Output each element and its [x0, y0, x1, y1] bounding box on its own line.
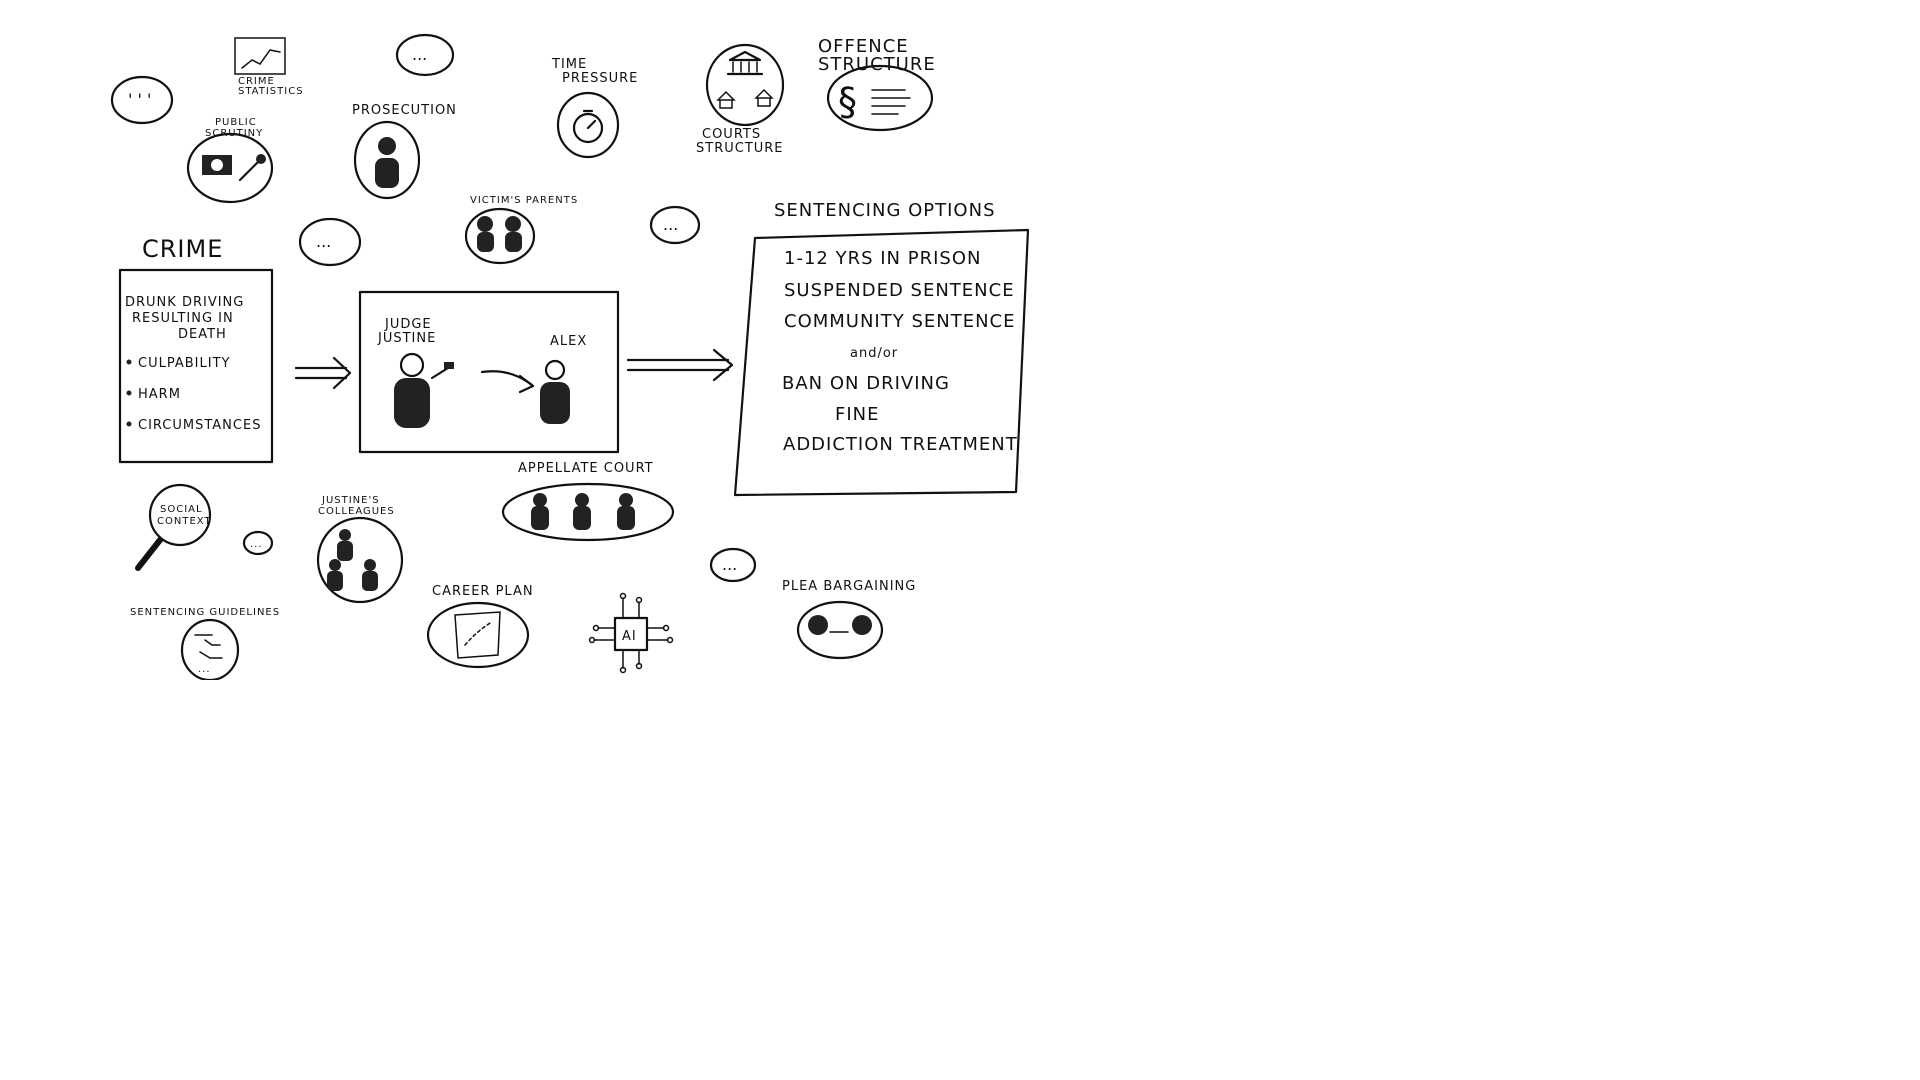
sentencing-options-panel: SENTENCING OPTIONS 1-12 YRS IN PRISON SU…: [733, 200, 1030, 497]
sketch-tile-4: ' ' ' CRIME STATISTICS PUBLIC SCRUTINY .…: [660, 700, 1450, 1080]
offence-structure-label: OFFENCE: [818, 36, 909, 57]
map-icon: [454, 611, 501, 659]
svg-text:...: ...: [663, 215, 678, 234]
time-pressure-label: TIME: [551, 57, 587, 72]
sentencing-guidelines-label: SENTENCING GUIDELINES: [130, 607, 280, 618]
colleague-figure-icon: [329, 559, 341, 571]
sentencing-option-connector: and/or: [850, 346, 898, 361]
parent-figure-icon: [505, 216, 521, 232]
negotiator-figure-icon: [852, 615, 872, 635]
judge-figure-icon: [399, 352, 425, 378]
sketch-tile-5: ' ' ' CRIME STATISTICS PUBLIC SCRUTINY .…: [1450, 700, 1920, 1080]
public-scrutiny-label: PUBLIC: [215, 117, 257, 128]
svg-text:...: ...: [722, 555, 737, 574]
speech-bubble-icon: ...: [242, 530, 274, 556]
sentencing-option-suspended: SUSPENDED SENTENCE: [784, 280, 1015, 301]
sentencing-option-community: COMMUNITY SENTENCE: [784, 311, 1016, 332]
crime-statistics-icon: CRIME STATISTICS: [234, 37, 304, 97]
time-pressure-label-2: PRESSURE: [562, 71, 638, 86]
paragraph-symbol-icon: §: [838, 80, 858, 124]
time-pressure-group: TIME PRESSURE: [551, 57, 638, 159]
colleagues-label-2: COLLEAGUES: [318, 506, 395, 517]
courthouse-icon: [728, 50, 762, 62]
courts-structure-label: COURTS: [702, 127, 761, 142]
appellate-court-group: APPELLATE COURT: [501, 461, 675, 542]
svg-text:...: ...: [316, 232, 331, 251]
crime-statistics-label-2: STATISTICS: [238, 86, 304, 97]
magnifier-icon: [148, 483, 212, 547]
judge-name-label: JUSTINE: [377, 331, 436, 346]
defendant-label: ALEX: [550, 334, 587, 349]
prosecutor-figure-icon: [378, 137, 396, 155]
svg-text:...: ...: [412, 45, 427, 64]
career-plan-group: CAREER PLAN: [426, 584, 534, 669]
plea-bargaining-label: PLEA BARGAINING: [782, 579, 916, 594]
colleague-figure-icon: [364, 559, 376, 571]
crime-factor-harm: HARM: [138, 387, 181, 402]
victims-parents-label: VICTIM'S PARENTS: [470, 195, 578, 206]
offence-structure-label-2: STRUCTURE: [818, 54, 936, 75]
negotiator-figure-icon: [808, 615, 828, 635]
social-context-label: SOCIAL: [160, 504, 203, 515]
sketch-tile-2: ' ' ' CRIME STATISTICS PUBLIC SCRUTINY .…: [1125, 0, 1920, 700]
sentencing-option-driving-ban: BAN ON DRIVING: [782, 373, 950, 394]
parent-figure-icon: [477, 216, 493, 232]
colleagues-group: JUSTINE'S COLLEAGUES: [316, 495, 404, 604]
social-context-label-2: CONTEXT: [157, 516, 212, 527]
judge-label: JUDGE: [384, 317, 432, 332]
sketch-tile-1: ' ' ' CRIME STATISTICS PUBLIC SCRUTINY .…: [0, 0, 1125, 700]
public-scrutiny-group: PUBLIC SCRUTINY: [186, 117, 274, 204]
victims-parents-group: VICTIM'S PARENTS: [464, 195, 578, 265]
crime-panel: CRIME DRUNK DRIVING RESULTING IN DEATH C…: [118, 235, 274, 464]
sentencing-option-fine: FINE: [835, 404, 880, 425]
sentencing-option-prison: 1-12 YRS IN PRISON: [784, 248, 981, 269]
courts-structure-label-2: STRUCTURE: [696, 141, 784, 156]
speech-bubble-icon: ...: [649, 205, 701, 245]
crime-description-2: RESULTING IN: [132, 311, 234, 326]
svg-text:' ' ': ' ' ': [128, 90, 151, 109]
gavel-icon: [430, 366, 450, 380]
sketch-tile-3: ' ' ' CRIME STATISTICS PUBLIC SCRUTINY .…: [0, 700, 660, 1080]
crime-factor-culpability: CULPABILITY: [138, 356, 230, 371]
appellate-judge-icon: [575, 493, 589, 507]
crime-title: CRIME: [142, 235, 223, 263]
speech-bubble-icon: ...: [395, 33, 455, 77]
career-plan-label: CAREER PLAN: [432, 584, 534, 599]
ai-label: AI: [622, 629, 637, 644]
plea-bargaining-group: PLEA BARGAINING: [782, 579, 916, 660]
appellate-court-label: APPELLATE COURT: [518, 461, 654, 476]
svg-text:...: ...: [250, 539, 263, 550]
prosecution-group: PROSECUTION: [352, 103, 457, 200]
crime-description-1: DRUNK DRIVING: [125, 295, 244, 310]
crime-description-3: DEATH: [178, 327, 227, 342]
stopwatch-icon: [572, 112, 604, 144]
double-arrow-icon: [294, 356, 352, 390]
crime-factor-circumstances: CIRCUMSTANCES: [138, 418, 261, 433]
crime-statistics-label: CRIME: [238, 76, 275, 87]
defendant-figure-icon: [544, 359, 566, 381]
double-arrow-icon: [626, 348, 734, 382]
sentencing-option-addiction-treatment: ADDICTION TREATMENT: [783, 434, 1018, 455]
speech-bubble-icon: ...: [709, 547, 757, 583]
colleague-figure-icon: [339, 529, 351, 541]
sentencing-guidelines-group: SENTENCING GUIDELINES ...: [130, 607, 280, 680]
sentencing-options-title: SENTENCING OPTIONS: [774, 200, 996, 221]
social-context-group: SOCIAL CONTEXT: [135, 483, 212, 571]
judge-panel: JUDGE JUSTINE ALEX: [358, 290, 620, 454]
courts-structure-group: COURTS STRUCTURE: [696, 43, 785, 156]
microphone-icon: [238, 160, 260, 182]
svg-text:...: ...: [198, 664, 211, 675]
ai-chip-icon: AI: [588, 592, 674, 674]
speech-bubble-icon: ...: [298, 217, 362, 267]
colleagues-label: JUSTINE'S: [321, 495, 380, 506]
appellate-judge-icon: [619, 493, 633, 507]
prosecution-label: PROSECUTION: [352, 103, 457, 118]
appellate-judge-icon: [533, 493, 547, 507]
speech-bubble-icon: ' ' ': [110, 75, 174, 125]
offence-structure-group: OFFENCE STRUCTURE §: [818, 36, 936, 132]
